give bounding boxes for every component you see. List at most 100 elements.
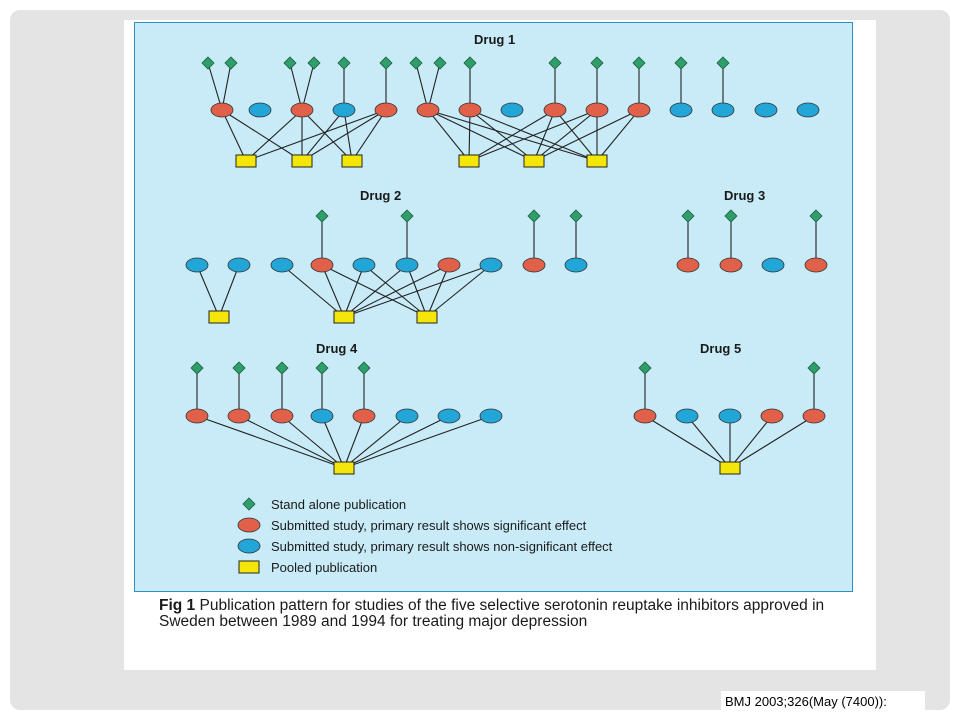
standalone-publication-diamond [632,56,646,70]
nonsignificant-study-node [352,257,376,273]
legend-label-pooled: Pooled publication [271,560,377,575]
connector-line [644,415,731,469]
connector-line [351,109,387,162]
standalone-publication-diamond [433,56,447,70]
standalone-publication-diamond [400,209,414,223]
pooled-publication-square [333,461,355,475]
significant-study-node [804,257,828,273]
pooled-publication-square [235,154,257,168]
standalone-publication-diamond [315,209,329,223]
publication-diagram: Drug 1 Drug 2 Drug 3 Drug 4 Drug 5 Stand… [185,32,828,575]
connector-line [426,264,450,318]
connector-line [596,109,640,162]
pooled-publication-square [523,154,545,168]
connector-line [363,264,428,318]
significant-study-node [633,408,657,424]
connector-line [427,109,535,162]
connector-line [207,62,223,111]
connector-line [281,415,345,469]
connector-line [533,109,556,162]
significant-study-node [627,102,651,118]
standalone-publication-diamond [283,56,297,70]
pooled-publication-square [586,154,608,168]
nonsignificant-study-node [248,102,272,118]
significant-study-node [185,408,209,424]
standalone-publication-diamond [315,361,329,375]
connector-line [281,264,345,318]
significant-study-node [227,408,251,424]
connector-line [468,109,471,162]
pooled-publication-square [458,154,480,168]
nonsignificant-study-node [711,102,735,118]
significant-study-node [416,102,440,118]
figure-card: Drug 1 Drug 2 Drug 3 Drug 4 Drug 5 Stand… [124,20,876,670]
connector-line [406,264,428,318]
connector-line [245,109,303,162]
connector-line [415,62,429,111]
connector-line [238,415,345,469]
legend-label-nonsignificant: Submitted study, primary result shows no… [271,539,613,554]
nonsignificant-study-node [332,102,356,118]
nonsignificant-study-node [796,102,820,118]
standalone-publication-diamond [590,56,604,70]
pooled-publication-square [333,310,355,324]
standalone-publication-diamond [681,209,695,223]
connector-line [554,109,598,162]
significant-study-node [522,257,546,273]
standalone-publication-diamond [232,361,246,375]
caption-label: Fig 1 [159,597,196,614]
nonsignificant-study-node [564,257,588,273]
connector-line [343,109,353,162]
connector-line [321,415,345,469]
pooled-publication-square [719,461,741,475]
connector-line [343,415,450,469]
standalone-publication-diamond [201,56,215,70]
connector-line [301,109,387,162]
legend-significant-icon [237,517,261,533]
significant-study-node [719,257,743,273]
connector-line [301,109,353,162]
connector-line [196,264,220,318]
standalone-publication-diamond [548,56,562,70]
standalone-publication-diamond [357,361,371,375]
nonsignificant-study-node [500,102,524,118]
caption-text: Publication pattern for studies of the f… [159,597,825,630]
standalone-publication-diamond [569,209,583,223]
connector-lines [196,62,817,469]
nonsignificant-study-node [437,408,461,424]
connector-line [427,109,470,162]
nonsignificant-study-node [754,102,778,118]
significant-study-node [676,257,700,273]
nonsignificant-study-node [669,102,693,118]
connector-line [321,264,345,318]
standalone-publication-diamond [638,361,652,375]
standalone-publication-diamond [809,209,823,223]
connector-line [729,415,773,469]
significant-study-node [802,408,826,424]
connector-line [686,415,731,469]
significant-study-node [543,102,567,118]
standalone-publication-diamond [307,56,321,70]
connector-line [343,415,365,469]
figure-caption: Fig 1 Publication pattern for studies of… [159,598,849,630]
drug-3-title: Drug 3 [724,188,765,203]
connector-line [533,109,598,162]
significant-study-node [437,257,461,273]
nonsignificant-study-node [270,257,294,273]
standalone-publication-diamond [224,56,238,70]
pooled-publication-square [208,310,230,324]
drug-5-title: Drug 5 [700,341,741,356]
standalone-publication-diamond [379,56,393,70]
significant-study-node [585,102,609,118]
significant-study-node [310,257,334,273]
drug-1-title: Drug 1 [474,32,515,47]
standalone-publication-diamond [527,209,541,223]
significant-study-node [290,102,314,118]
connector-line [468,109,556,162]
connector-line [469,109,535,162]
connector-line [289,62,303,111]
nonsignificant-study-node [185,257,209,273]
standalone-publication-diamond [463,56,477,70]
connector-line [321,264,428,318]
drug-2-title: Drug 2 [360,188,401,203]
